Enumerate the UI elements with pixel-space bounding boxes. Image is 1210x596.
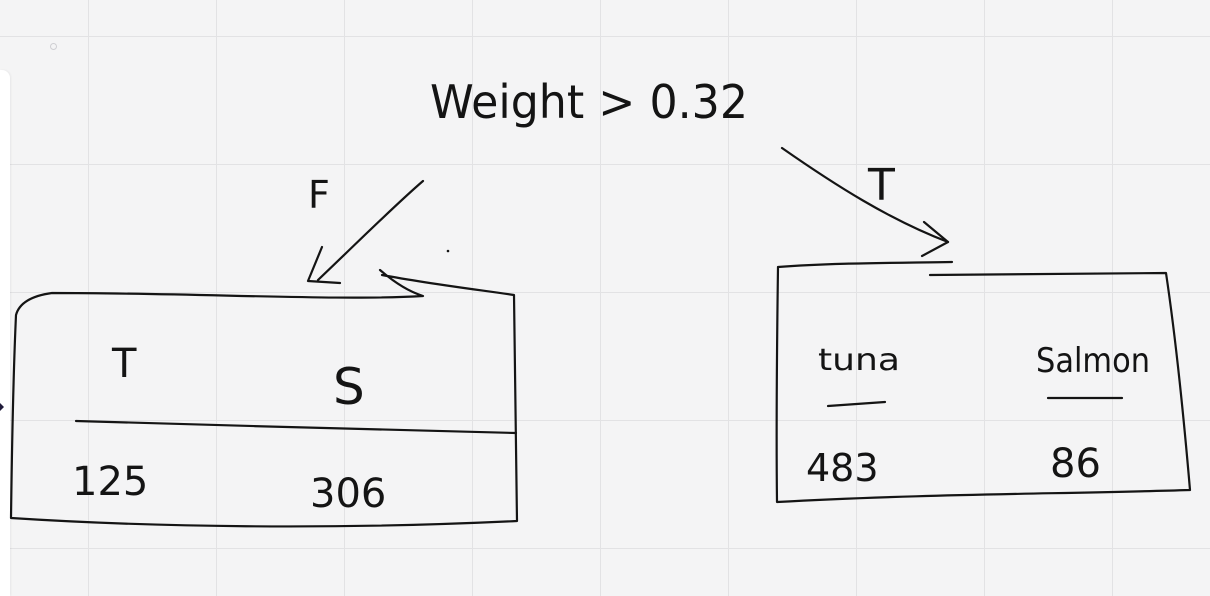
left-table-divider [74, 419, 518, 435]
true-edge-arrow [780, 146, 950, 244]
canvas-origin-dot [50, 43, 57, 50]
right-table-value-tuna: 483 [806, 446, 879, 490]
false-edge-arrowhead-icon [306, 245, 342, 285]
right-table: tuna Salmon 483 86 [775, 260, 1192, 504]
right-table-value-salmon: 86 [1050, 441, 1101, 487]
left-table-border [9, 268, 519, 528]
true-edge-label: T [867, 160, 895, 211]
right-table-underline-tuna [826, 400, 887, 408]
false-edge-arrow [316, 179, 425, 282]
ink-dot [446, 249, 450, 253]
left-table-value-s: 306 [310, 471, 386, 517]
side-panel[interactable] [0, 70, 10, 596]
right-table-header-salmon: Salmon [1036, 341, 1150, 381]
left-table: T S 125 306 [9, 268, 519, 528]
right-table-border [775, 260, 1192, 504]
left-table-header-t: T [111, 341, 137, 387]
left-table-value-t: 125 [72, 459, 148, 505]
panel-handle-icon[interactable] [0, 401, 4, 413]
root-node-label: Weight > 0.32 [430, 75, 748, 129]
right-table-header-tuna: tuna [818, 343, 900, 378]
false-edge-label: F [308, 173, 330, 217]
true-edge-arrowhead-icon [920, 220, 950, 258]
left-table-header-s: S [333, 358, 365, 416]
